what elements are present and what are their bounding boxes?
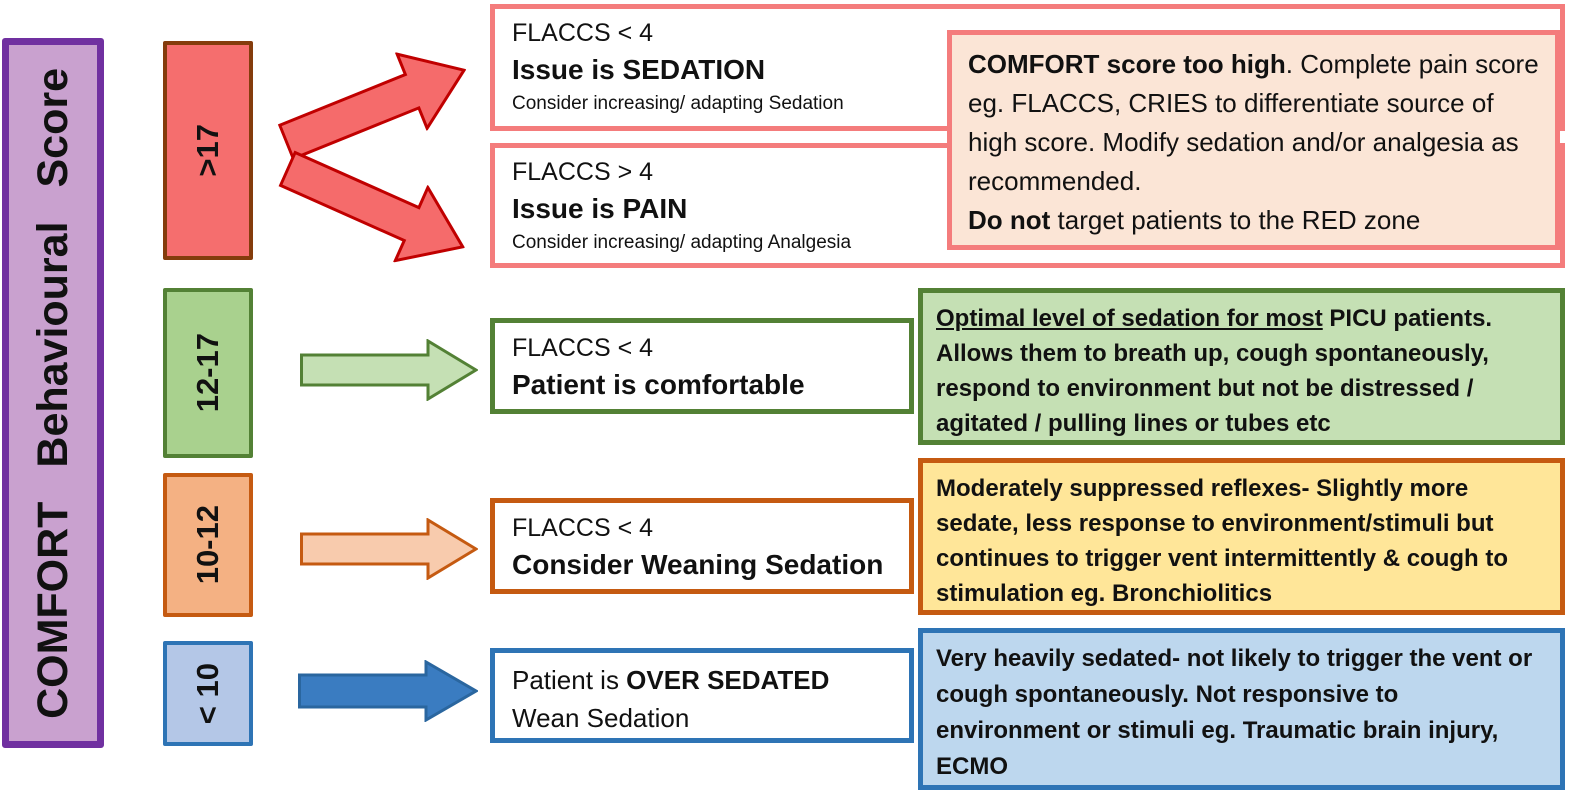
blue-arrow-icon — [298, 660, 478, 722]
score-box-lt10: < 10 — [163, 641, 253, 746]
oversedated-advice-line: Wean Sedation — [512, 703, 690, 733]
pain-flaccs-line: FLACCS > 4 — [512, 158, 654, 186]
moderate-sedation-note-box: Moderately suppressed reflexes- Slightly… — [918, 458, 1565, 615]
comfort-score-axis-label: COMFORT Behavioural Score — [28, 67, 77, 719]
deep-sedation-note-box: Very heavily sedated- not likely to trig… — [918, 628, 1565, 790]
sedation-flaccs-line: FLACCS < 4 — [512, 19, 654, 47]
weaning-status-line: Consider Weaning Sedation — [512, 549, 884, 580]
oversedated-box: Patient is OVER SEDATED Wean Sedation — [490, 648, 914, 743]
score-box-gt17: >17 — [163, 41, 253, 260]
comfortable-flaccs-line: FLACCS < 4 — [512, 334, 654, 362]
red-arrow-up-icon — [269, 31, 481, 182]
sedation-issue-line: Issue is SEDATION — [512, 54, 766, 85]
green-arrow-icon — [300, 339, 478, 401]
score-box-10-12: 10-12 — [163, 473, 253, 617]
oversedated-bold: OVER SEDATED — [626, 665, 830, 695]
score-box-12-17: 12-17 — [163, 288, 253, 458]
comfortable-box: FLACCS < 4 Patient is comfortable — [490, 318, 914, 414]
amber-note-text: Moderately suppressed reflexes- Slightly… — [936, 475, 1509, 607]
green-note-underlined: Optimal level of sedation for most — [936, 305, 1323, 332]
sedation-advice-line: Consider increasing/ adapting Sedation — [512, 93, 844, 114]
oversedated-status-line: Patient is OVER SEDATED — [512, 661, 909, 699]
weaning-box: FLACCS < 4 Consider Weaning Sedation — [490, 498, 914, 594]
red-note-bold-lead: COMFORT score too high — [968, 49, 1286, 79]
weaning-flaccs-line: FLACCS < 4 — [512, 514, 654, 542]
score-box-10-12-label: 10-12 — [190, 505, 225, 585]
score-box-gt17-label: >17 — [190, 124, 225, 177]
pain-issue-line: Issue is PAIN — [512, 193, 688, 224]
red-note-do-not: Do not — [968, 205, 1051, 235]
oversedated-pre: Patient is — [512, 665, 627, 695]
score-box-lt10-label: < 10 — [190, 662, 225, 725]
comfortable-status-line: Patient is comfortable — [512, 369, 805, 400]
score-box-12-17-label: 12-17 — [190, 333, 225, 413]
optimal-sedation-note-box: Optimal level of sedation for most PICU … — [918, 288, 1565, 445]
red-arrow-down-icon — [269, 130, 481, 286]
blue-note-text: Very heavily sedated- not likely to trig… — [936, 645, 1533, 780]
red-note-text-2: target patients to the RED zone — [1050, 205, 1421, 235]
pain-advice-line: Consider increasing/ adapting Analgesia — [512, 232, 852, 253]
green-note-rest: PICU patients. Allows them to breath up,… — [936, 305, 1493, 437]
red-zone-note-box: COMFORT score too high. Complete pain sc… — [947, 30, 1560, 250]
comfort-score-axis: COMFORT Behavioural Score — [2, 38, 104, 748]
red-note-text: . Complete pain score eg. FLACCS, CRIES … — [968, 49, 1539, 196]
orange-arrow-icon — [300, 518, 478, 580]
